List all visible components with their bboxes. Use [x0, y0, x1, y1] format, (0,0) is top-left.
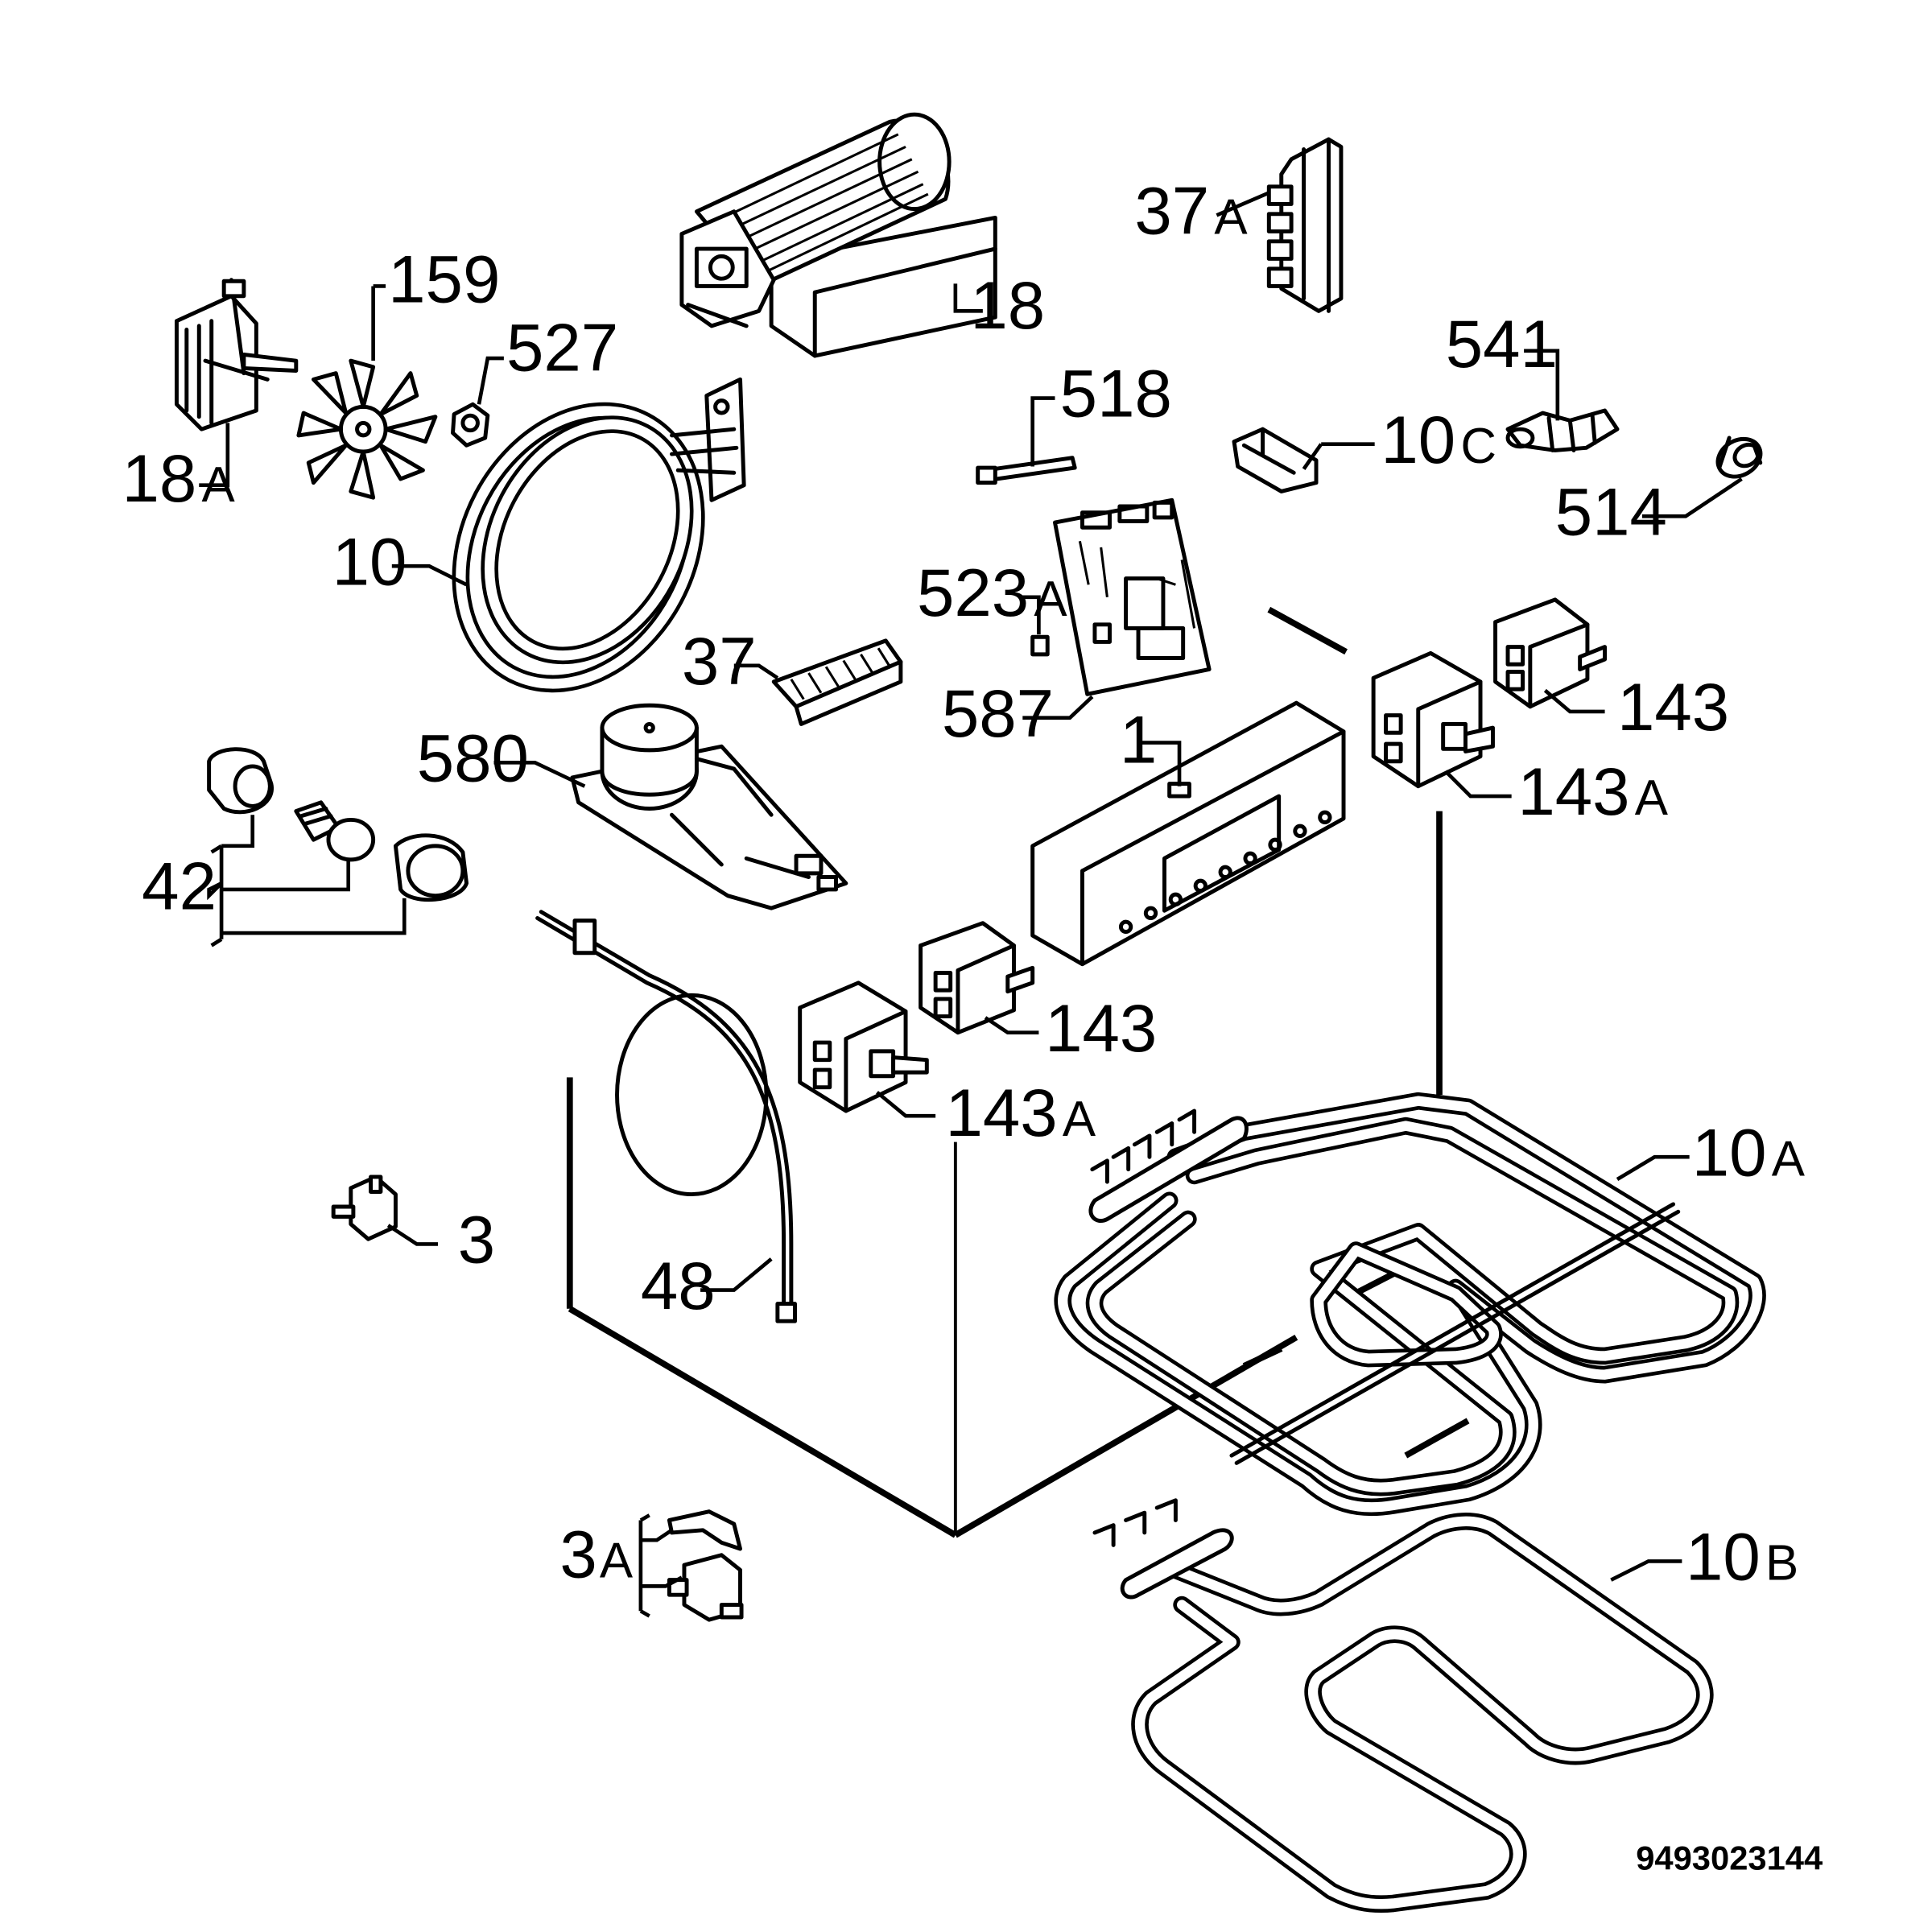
- label-3: 3: [458, 1202, 495, 1278]
- board-connector: [1030, 634, 1050, 657]
- sensor-bracket: [1232, 427, 1319, 493]
- terminal-strip-top: [1266, 137, 1344, 313]
- temperature-probe: [535, 910, 797, 1323]
- cable-clip: [1505, 408, 1620, 452]
- bottom-heating-element: [1092, 1498, 1714, 1913]
- label-541: 541: [1446, 306, 1558, 382]
- label-48: 48: [641, 1248, 716, 1323]
- thermostat-switch-upper-right: [1371, 650, 1495, 789]
- label-527: 527: [506, 310, 618, 386]
- tangential-fan-assembly: [679, 112, 997, 358]
- selector-switch-lower: [919, 921, 1035, 1035]
- leader-lines: [199, 191, 1743, 1618]
- grill-heating-element: [1054, 1092, 1766, 1517]
- label-143-right: 143: [1617, 669, 1729, 745]
- label-37: 37: [682, 623, 757, 699]
- terminal-block: [771, 638, 903, 726]
- fan-blade: [296, 358, 438, 500]
- document-number: 9493023144: [1636, 1839, 1823, 1877]
- label-3a: 3A: [559, 1517, 633, 1592]
- label-159: 159: [388, 242, 500, 317]
- temperature-sensor-rod: [976, 456, 1077, 485]
- label-587: 587: [942, 675, 1054, 751]
- fan-nut: [451, 402, 490, 448]
- label-518: 518: [1060, 356, 1172, 431]
- fan-motor: [174, 278, 299, 431]
- label-514: 514: [1555, 474, 1667, 550]
- label-1: 1: [1120, 701, 1157, 777]
- door-microswitch: [331, 1174, 398, 1241]
- circular-heating-element: [452, 377, 746, 693]
- label-143-left: 143: [1045, 990, 1157, 1066]
- oven-lamp-assembly: [207, 747, 469, 902]
- label-580: 580: [417, 720, 529, 796]
- electronic-control-panel: [1030, 700, 1346, 967]
- lamp-grommet: [1715, 436, 1763, 479]
- selector-switch-upper-right: [1493, 597, 1608, 709]
- label-42: 42: [142, 848, 217, 924]
- control-circuit-board: [1053, 497, 1212, 696]
- label-18: 18: [970, 267, 1045, 343]
- label-10: 10: [332, 523, 407, 599]
- oven-cavity-frame: [566, 606, 1470, 1538]
- rotisserie-motor: [570, 703, 848, 910]
- thermal-cutout-parts: [667, 1509, 744, 1622]
- thermostat-switch-lower: [798, 980, 929, 1113]
